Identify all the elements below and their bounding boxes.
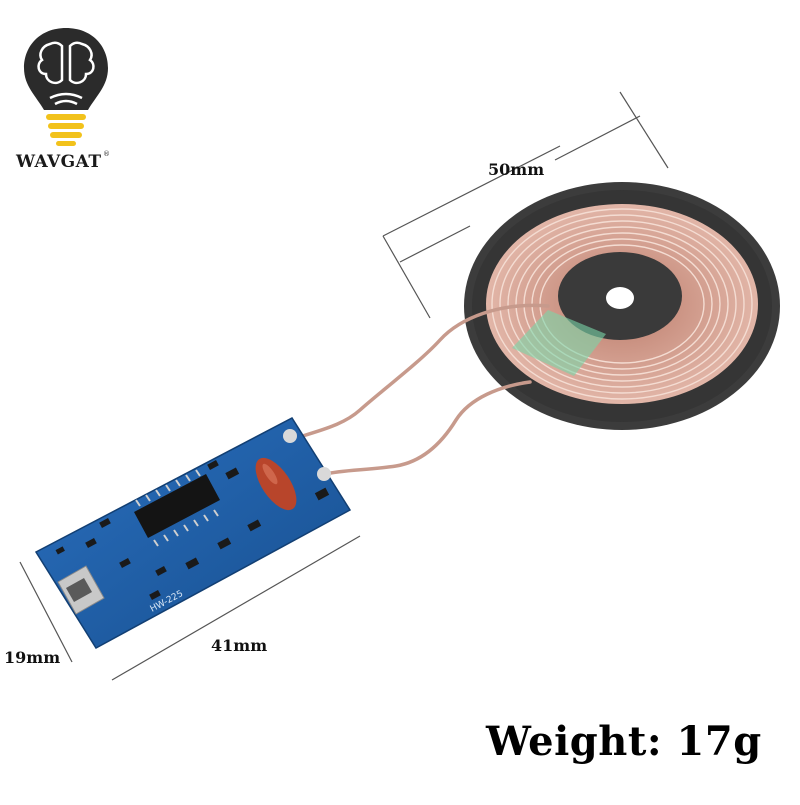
solder-pad [283, 429, 297, 443]
registered-mark: ® [103, 150, 110, 158]
weight-label: Weight: 17g [486, 718, 762, 765]
dimension-line-board-length [111, 535, 361, 681]
pcb-module: HW-225 [34, 417, 352, 649]
coil-diameter-label: 50mm [488, 160, 545, 179]
coil-tape [512, 310, 606, 376]
ic-chip [134, 469, 220, 547]
board-width-label: 19mm [4, 648, 61, 667]
board-length-label: 41mm [211, 636, 268, 655]
dimension-line-coil [382, 91, 669, 319]
smd-components [55, 460, 330, 600]
coil-lead-wires [290, 303, 550, 476]
brain-lightbulb-icon [24, 28, 108, 146]
micro-usb-port [57, 565, 105, 615]
capacitor [255, 457, 297, 511]
dimension-line-board-width [19, 561, 73, 663]
brand-name: WAVGAT [16, 152, 102, 172]
solder-pad [317, 467, 331, 481]
wireless-charging-coil [464, 182, 780, 430]
